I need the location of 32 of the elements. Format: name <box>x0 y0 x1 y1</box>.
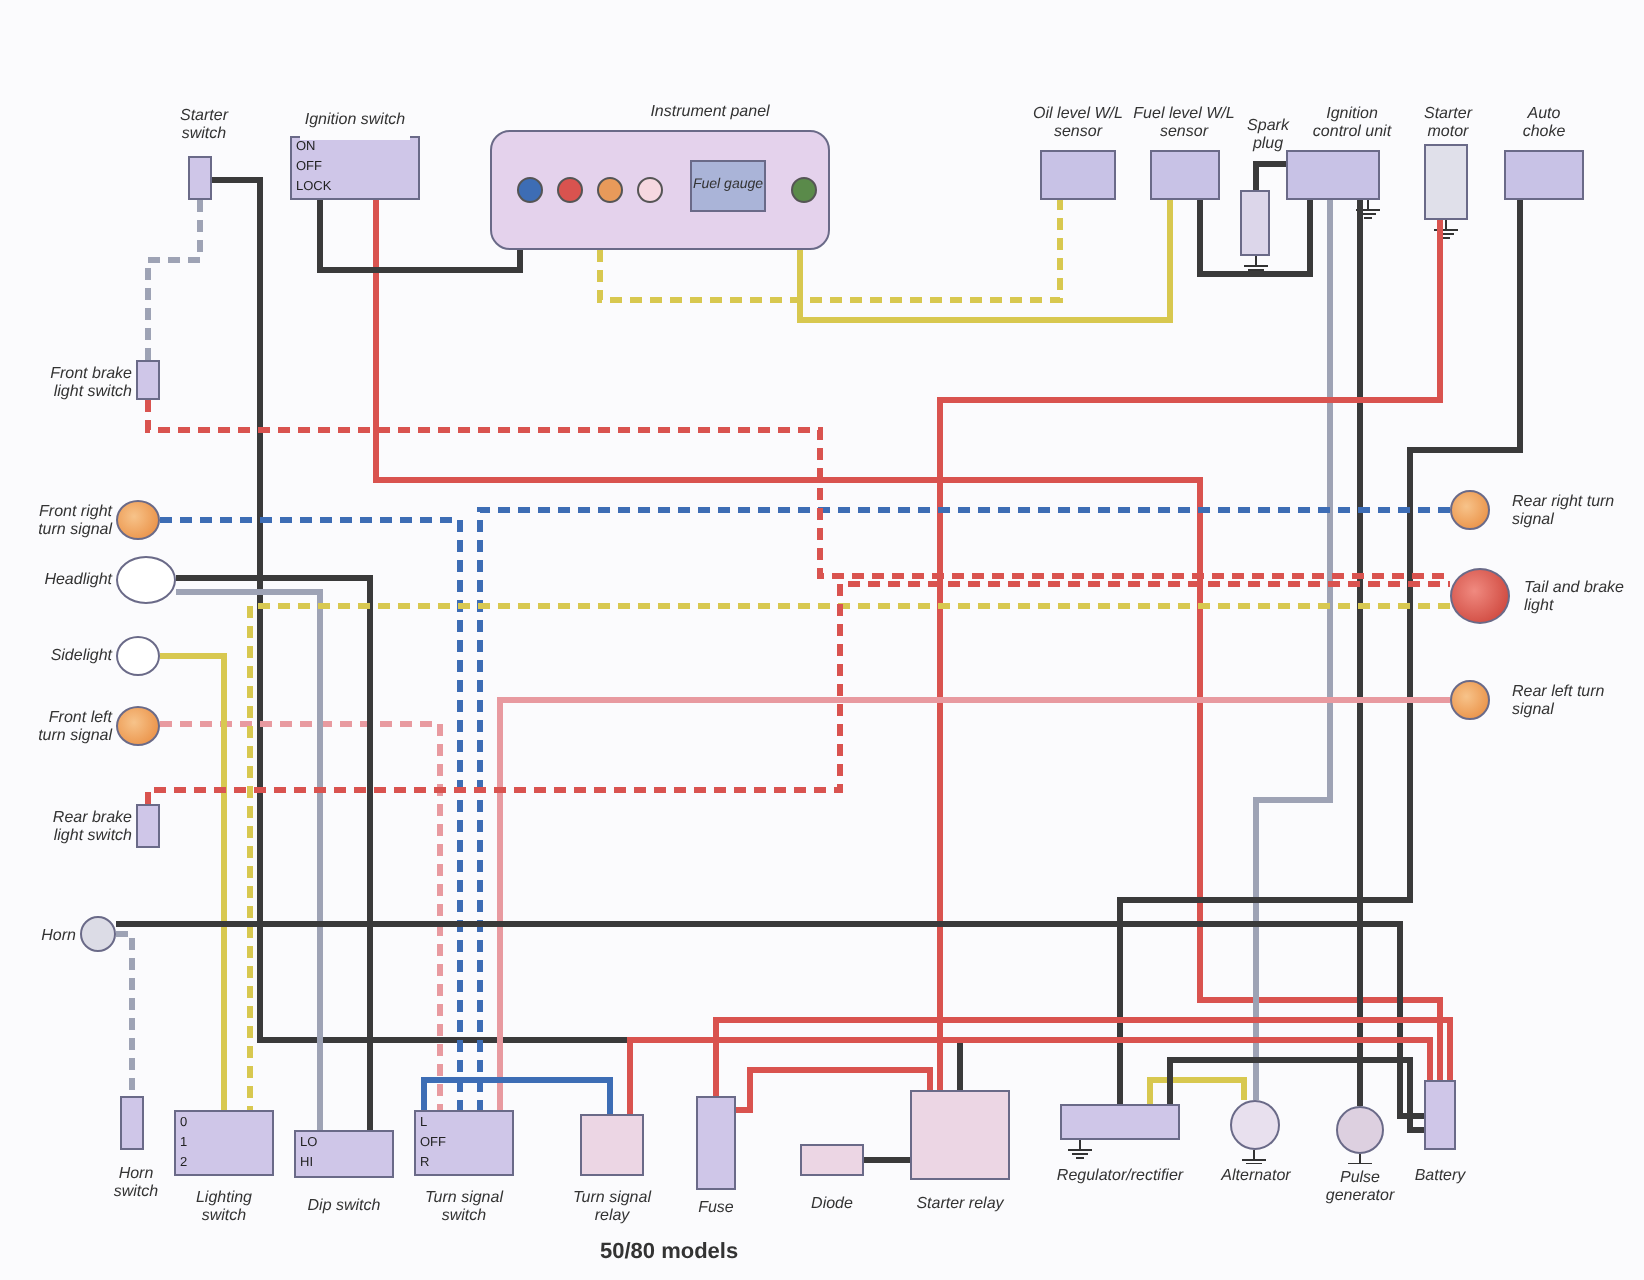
wire <box>1147 1077 1247 1104</box>
wire <box>864 1157 910 1163</box>
wire <box>145 581 1450 805</box>
wire <box>145 400 1450 579</box>
wire <box>1167 1057 1424 1133</box>
wire <box>176 589 323 1130</box>
wire <box>1357 200 1363 1106</box>
wire <box>1197 200 1313 277</box>
wire <box>160 653 227 1110</box>
wire <box>597 200 1063 303</box>
wire <box>160 721 443 1110</box>
wire <box>176 575 373 1130</box>
wire <box>373 200 1443 1080</box>
wire <box>145 200 203 360</box>
wire <box>116 921 1424 1119</box>
wire <box>497 697 1450 1110</box>
wire <box>736 1067 933 1113</box>
wire <box>1253 161 1286 190</box>
wire <box>1253 200 1333 1100</box>
caption: 50/80 models <box>600 1240 739 1264</box>
wire <box>627 1037 1433 1114</box>
wire <box>160 517 463 1110</box>
wire <box>317 200 523 273</box>
component-label: Turn signal relay <box>568 1184 656 1228</box>
wire <box>247 603 1450 1110</box>
wire <box>1117 200 1523 1104</box>
wire <box>116 931 135 1096</box>
wire <box>713 1017 1453 1096</box>
wire <box>937 220 1443 1090</box>
wire <box>797 200 1173 323</box>
wire <box>421 1077 613 1114</box>
wire <box>477 507 1450 1110</box>
